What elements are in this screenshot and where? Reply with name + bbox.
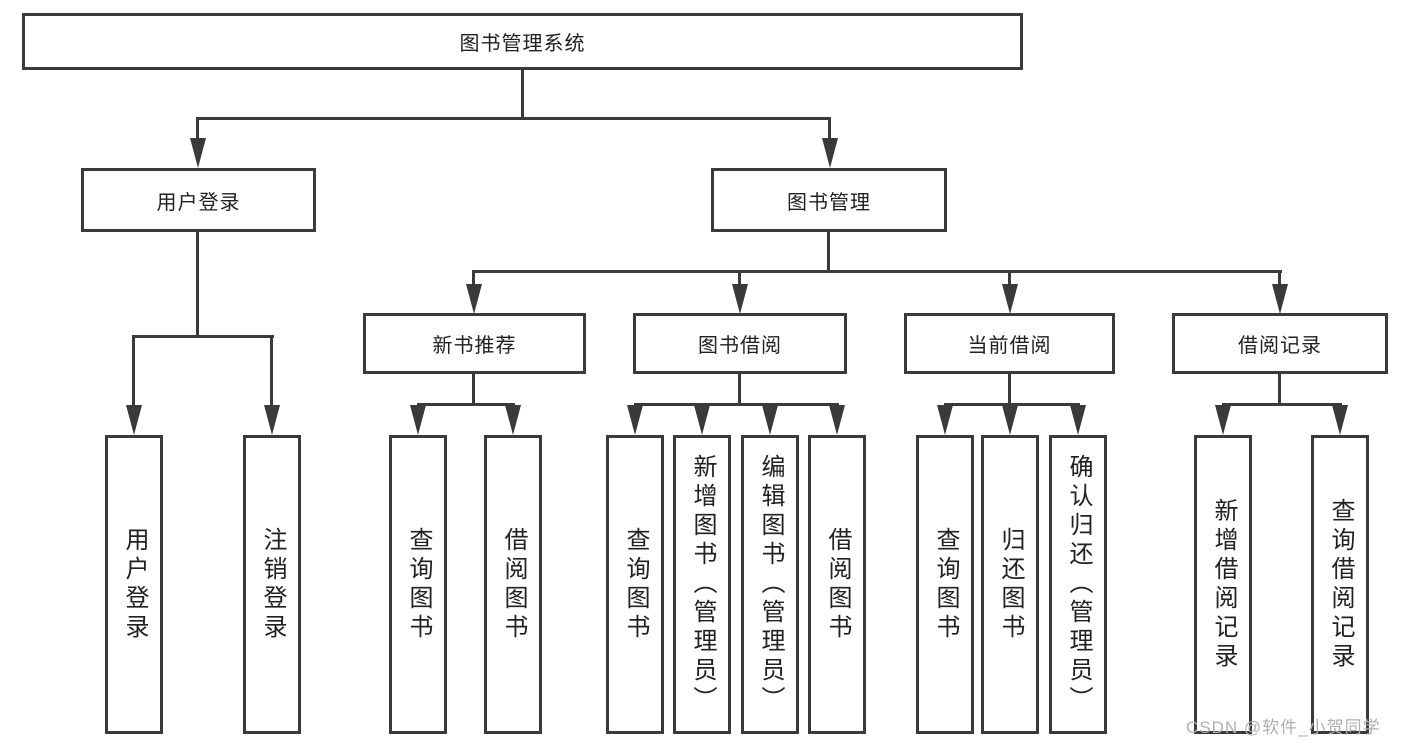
arrowhead-down-icon [505, 405, 521, 435]
connector-v-line [270, 335, 273, 407]
arrowhead-down-icon [829, 405, 845, 435]
leaf-add-books-admin: 新增图书（管理员） [673, 435, 731, 734]
arrowhead-down-icon [190, 138, 206, 168]
connector-v-line [1008, 270, 1011, 286]
node-new-book-recommendation: 新书推荐 [363, 313, 586, 374]
node-user-login-branch: 用户登录 [81, 168, 316, 232]
connector-v-line [1278, 270, 1281, 286]
leaf-return-books: 归还图书 [981, 435, 1039, 734]
watermark: CSDN @软件_小贺同学 [1186, 718, 1381, 737]
node-borrowing-records: 借阅记录 [1172, 313, 1388, 374]
leaf-borrow-books: 借阅图书 [808, 435, 866, 734]
arrowhead-down-icon [1002, 284, 1018, 314]
arrowhead-down-icon [732, 284, 748, 314]
leaf-add-borrow-record: 新增借阅记录 [1194, 435, 1252, 734]
leaf-query-books: 查询图书 [916, 435, 974, 734]
leaf-query-books: 查询图书 [389, 435, 447, 734]
node-current-borrowing: 当前借阅 [904, 313, 1115, 374]
arrowhead-down-icon [1070, 405, 1086, 435]
connector-h-line [196, 117, 831, 120]
node-library-management-system: 图书管理系统 [22, 13, 1023, 70]
connector-v-line [472, 270, 475, 286]
leaf-query-borrow-record: 查询借阅记录 [1311, 435, 1369, 734]
leaf-edit-books-admin: 编辑图书（管理员） [741, 435, 799, 734]
connector-v-line [196, 117, 199, 141]
arrowhead-down-icon [410, 405, 426, 435]
leaf-confirm-return-admin: 确认归还（管理员） [1049, 435, 1107, 734]
connector-h-line [944, 403, 1080, 406]
connector-v-line [521, 70, 524, 119]
connector-v-line [472, 374, 475, 406]
leaf-query-books: 查询图书 [606, 435, 664, 734]
connector-h-line [1222, 403, 1342, 406]
connector-h-line [472, 270, 1282, 273]
arrowhead-down-icon [126, 405, 142, 435]
connector-v-line [827, 232, 830, 273]
leaf-logout: 注销登录 [243, 435, 301, 734]
connector-v-line [1278, 374, 1281, 406]
arrowhead-down-icon [762, 405, 778, 435]
arrowhead-down-icon [694, 405, 710, 435]
connector-h-line [634, 403, 839, 406]
arrowhead-down-icon [1002, 405, 1018, 435]
arrowhead-down-icon [937, 405, 953, 435]
connector-v-line [196, 232, 199, 338]
node-book-management-branch: 图书管理 [711, 168, 947, 232]
connector-v-line [1008, 374, 1011, 406]
arrowhead-down-icon [264, 405, 280, 435]
arrowhead-down-icon [627, 405, 643, 435]
arrowhead-down-icon [1332, 405, 1348, 435]
connector-v-line [738, 374, 741, 406]
connector-h-line [132, 335, 274, 338]
connector-h-line [417, 403, 515, 406]
connector-v-line [828, 117, 831, 141]
arrowhead-down-icon [466, 284, 482, 314]
connector-v-line [738, 270, 741, 286]
arrowhead-down-icon [1215, 405, 1231, 435]
connector-v-line [132, 335, 135, 407]
node-book-borrowing: 图书借阅 [633, 313, 847, 374]
arrowhead-down-icon [822, 138, 838, 168]
leaf-user-login: 用户登录 [105, 435, 163, 734]
leaf-borrow-books: 借阅图书 [484, 435, 542, 734]
arrowhead-down-icon [1272, 284, 1288, 314]
